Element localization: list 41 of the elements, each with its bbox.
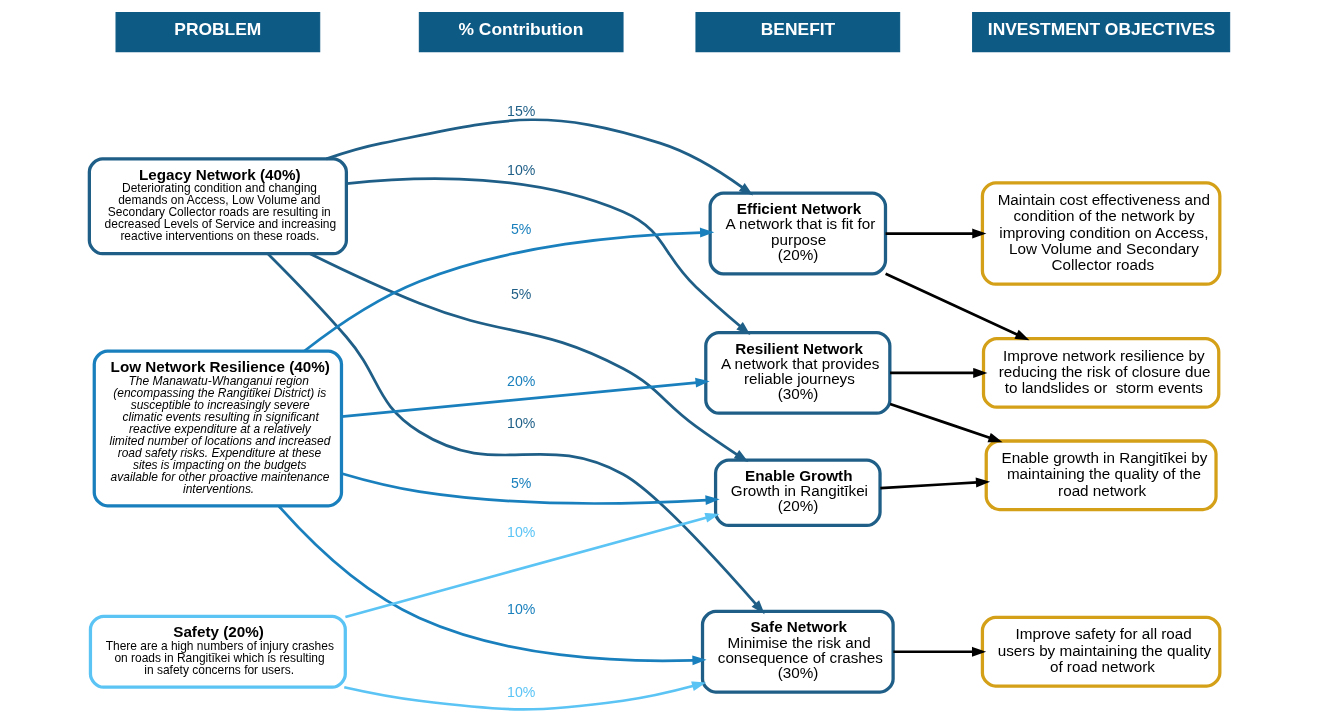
node-box: Enable Growth Growth in Rangitīkei (20%) <box>713 458 882 528</box>
edge-label: 5% <box>510 286 532 303</box>
arrow <box>303 227 715 353</box>
node-box: Safety (20%) There are a high numbers of injury crashes on roads in Rangitīkei which is resulting in safety concerns for users. <box>88 614 347 689</box>
arrow <box>341 377 710 419</box>
label: INVESTMENT OBJECTIVES <box>987 19 1216 40</box>
edge-label: 15% <box>507 103 536 120</box>
arrow <box>277 505 707 666</box>
node-box: Efficient Network A network that is fit for purpose (20%) <box>708 191 888 276</box>
arrow <box>345 512 720 619</box>
edge-label: 10% <box>507 523 536 540</box>
arrow <box>341 472 720 506</box>
arrow <box>890 367 988 378</box>
node-box: Improve safety for all road users by maintaining the quality of road network <box>980 615 1222 688</box>
node-box: Low Network Resilience (40%) The Manawatu-Whanganui region (encompassing the Rangitīkei District) is susceptible to increasingly severe climatic events resulting in significant reactive expenditure at a relatively limited number of locations and increased road safety risks. Expenditure at these sites is impacting on the budgets available for other proactive maintenance interventions. <box>92 349 344 508</box>
node-box: Maintain cost effectiveness and condition of the network by improving condition on Access, Low Volume and Secondary Collector roads <box>980 181 1222 286</box>
edge-label: 20% <box>507 373 536 390</box>
arrow <box>889 402 1003 443</box>
node-box: Legacy Network (40%) Deteriorating condition and changing demands on Access, Low Volume and Secondary Collector roads are resulting in decreased Levels of Service and increasing reactive interventions on these roads. <box>87 157 348 256</box>
arrow <box>885 272 1030 341</box>
edge-label: 5% <box>510 474 532 491</box>
node-box: Enable growth in Rangitīkei by maintaining the quality of the road network <box>984 439 1218 512</box>
node-box: Resilient Network A network that provides reliable journeys (30%) <box>704 331 892 415</box>
arrow <box>893 646 987 657</box>
label: BENEFIT <box>760 19 836 40</box>
edge-label: 10% <box>507 414 536 431</box>
arrow <box>880 477 991 490</box>
arrow <box>346 177 751 335</box>
node-box: Improve network resilience by reducing the risk of closure due to landslides or storm events <box>981 337 1221 409</box>
edge-label: 10% <box>507 162 536 179</box>
edge-label: 5% <box>510 220 532 237</box>
label: % Contribution <box>458 19 584 40</box>
edge-label: 10% <box>507 601 536 618</box>
arrow <box>325 118 754 196</box>
label: PROBLEM <box>174 19 262 40</box>
edge-label: 10% <box>507 683 536 700</box>
arrow <box>309 252 749 463</box>
node-box: Safe Network Minimise the risk and consequence of crashes (30%) <box>700 609 895 694</box>
arrow <box>266 252 765 615</box>
arrow <box>885 228 987 239</box>
arrow <box>343 681 707 711</box>
